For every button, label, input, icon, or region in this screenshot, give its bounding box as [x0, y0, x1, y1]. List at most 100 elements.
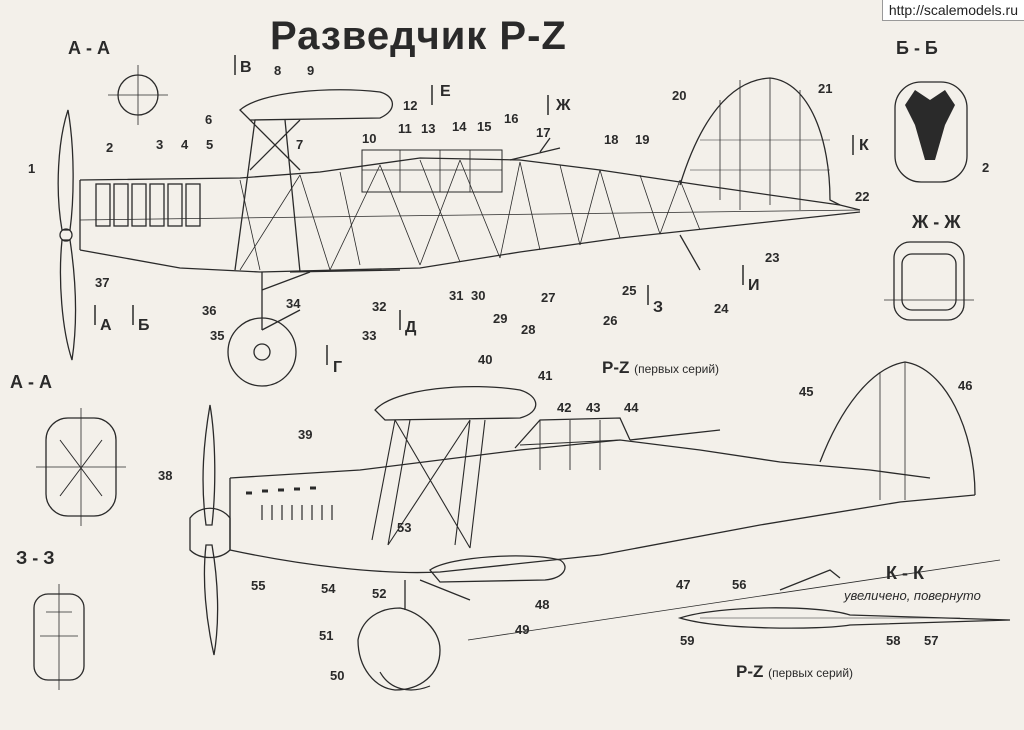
callout-41: 41	[538, 368, 552, 383]
section-label-aa-top: А - А	[68, 38, 110, 58]
cut-marker-3: К	[859, 137, 869, 154]
section-label-bb: Б - Б	[896, 38, 938, 58]
callout-25: 25	[622, 283, 636, 298]
cut-marker-8: З	[653, 299, 663, 316]
callout-4: 4	[181, 137, 189, 152]
callout-3: 3	[156, 137, 163, 152]
callout-24: 24	[714, 301, 729, 316]
upper-wing-side	[374, 385, 537, 421]
cut-marker-2: Ж	[555, 97, 571, 114]
callout-31: 31	[449, 288, 463, 303]
engine-louvers	[246, 486, 333, 520]
callout-55: 55	[251, 578, 265, 593]
callout-38: 38	[158, 468, 172, 483]
callout-12: 12	[403, 98, 417, 113]
section-zhzh-view	[884, 241, 974, 321]
callout-47: 47	[676, 577, 690, 592]
fuselage-bottom	[79, 211, 861, 273]
kk-note: увеличено, повернуто	[844, 588, 981, 603]
section-aa-left-view	[36, 408, 126, 526]
cockpit-side	[514, 417, 631, 449]
cut-marker-9: И	[748, 277, 760, 294]
rear-gun-side	[629, 429, 721, 441]
callout-46: 46	[958, 378, 972, 393]
pz-caption-1: Р-Z (первых серий)	[602, 358, 720, 377]
lower-wing-side	[429, 555, 566, 583]
callout-6: 6	[205, 112, 212, 127]
callout-27: 27	[541, 290, 555, 305]
callout-19: 19	[635, 132, 649, 147]
callout-56: 56	[732, 577, 746, 592]
fuselage-top	[79, 157, 861, 211]
callout-44: 44	[624, 400, 639, 415]
spinner-top	[59, 228, 73, 242]
callout-35: 35	[210, 328, 224, 343]
callout-57: 57	[924, 633, 938, 648]
section-label-zhzh: Ж - Ж	[912, 212, 961, 232]
callout-18: 18	[604, 132, 618, 147]
main-wheel-top	[227, 317, 297, 387]
section-kk-view	[677, 607, 1011, 629]
callout-15: 15	[477, 119, 491, 134]
fuselage-side-top	[229, 439, 931, 479]
engine-cylinders	[95, 183, 201, 227]
callout-2: 2	[106, 140, 113, 155]
callout-37: 37	[95, 275, 109, 290]
callout-34: 34	[286, 296, 301, 311]
lower-wing-top	[289, 269, 401, 273]
callout-26: 26	[603, 313, 617, 328]
watermark-url[interactable]: http://scalemodels.ru	[881, 0, 1024, 21]
page-title: Разведчик Р-Z	[270, 14, 567, 58]
callout-49: 49	[515, 622, 529, 637]
section-aa-top-view	[108, 65, 168, 125]
callout-51: 51	[319, 628, 333, 643]
callout-21: 21	[818, 81, 832, 96]
cut-marker-1: Е	[440, 83, 451, 100]
wheel-fairing	[357, 607, 441, 691]
callout-bb-2: 2	[982, 160, 989, 175]
callout-10: 10	[362, 131, 376, 146]
callout-16: 16	[504, 111, 518, 126]
callout-43: 43	[586, 400, 600, 415]
callout-48: 48	[535, 597, 549, 612]
callout-42: 42	[557, 400, 571, 415]
propeller-side-bottom	[203, 544, 219, 656]
callout-11: 11	[398, 121, 412, 136]
callout-22: 22	[855, 189, 869, 204]
tail-skid	[679, 234, 701, 271]
callout-9: 9	[307, 63, 314, 78]
cut-marker-0: В	[240, 59, 252, 76]
propeller-top	[57, 109, 74, 231]
callout-7: 7	[296, 137, 303, 152]
main-gear-strut	[261, 271, 311, 331]
section-label-kk: К - К	[886, 563, 924, 583]
callout-23: 23	[765, 250, 779, 265]
side-elevation-view	[189, 361, 1001, 691]
callout-59: 59	[680, 633, 694, 648]
fuselage-side-bottom	[229, 494, 976, 574]
cut-marker-6: Д	[405, 319, 417, 336]
callout-30: 30	[471, 288, 485, 303]
propeller-side-top	[202, 404, 216, 526]
callout-52: 52	[372, 586, 386, 601]
callout-54: 54	[321, 581, 336, 596]
cut-marker-5: Б	[138, 317, 150, 334]
upper-wing-top	[239, 89, 394, 121]
callout-13: 13	[421, 121, 435, 136]
callout-50: 50	[330, 668, 344, 683]
pz-caption-2: Р-Z (первых серий)	[736, 662, 854, 681]
callout-29: 29	[493, 311, 507, 326]
callout-20: 20	[672, 88, 686, 103]
callout-14: 14	[452, 119, 467, 134]
main-gear-side	[404, 579, 471, 610]
callout-5: 5	[206, 137, 213, 152]
callout-28: 28	[521, 322, 535, 337]
callout-1: 1	[28, 161, 35, 176]
callout-53: 53	[397, 520, 411, 535]
callout-40: 40	[478, 352, 492, 367]
callout-33: 33	[362, 328, 376, 343]
callout-17: 17	[536, 125, 550, 140]
callout-8: 8	[274, 63, 281, 78]
